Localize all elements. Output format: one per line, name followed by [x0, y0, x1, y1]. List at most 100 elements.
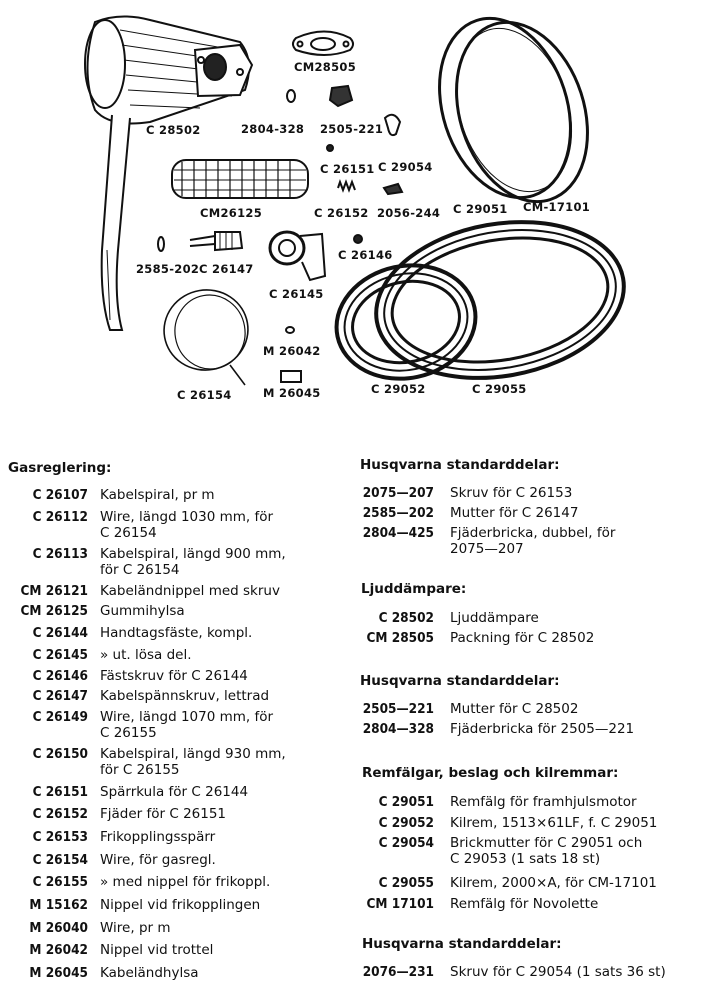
part-code: M 15162 — [29, 897, 88, 913]
part-code: C 26144 — [32, 625, 88, 641]
part-description-line: för C 26155 — [100, 762, 180, 778]
part-description-line: C 26155 — [100, 725, 157, 741]
part-description-line: för C 26154 — [100, 562, 180, 578]
label-m26042: M 26042 — [263, 344, 321, 358]
part-description: Kabelspiral, längd 900 mm,för C 26154 — [100, 546, 286, 578]
part-description: Wire, pr m — [100, 920, 171, 936]
part-code: 2075—207 — [362, 485, 434, 501]
part-code: CM 28505 — [366, 630, 434, 646]
part-code: C 26152 — [32, 806, 88, 822]
cable-drawing — [163, 289, 249, 386]
part-description-line: Kabeländnippel med skruv — [100, 583, 280, 599]
part-description-line: Wire, längd 1070 mm, för — [100, 709, 274, 725]
part-description: Fjäder för C 26151 — [100, 806, 226, 822]
part-description: Fjäderbricka för 2505—221 — [450, 721, 634, 737]
remfalgar-title: Remfälgar, beslag och kilremmar: — [362, 765, 619, 781]
gasket-drawing — [292, 30, 354, 56]
part-description: Wire, för gasregl. — [100, 852, 216, 868]
part-description: Gummihylsa — [100, 603, 185, 619]
part-code: CM 26125 — [20, 603, 88, 619]
label-c26154: C 26154 — [177, 388, 232, 402]
label-c29054: C 29054 — [378, 160, 433, 174]
part-description: » ut. lösa del. — [100, 647, 192, 663]
part-description-line: C 29053 (1 sats 18 st) — [450, 851, 601, 867]
part-code: C 26146 — [32, 668, 88, 684]
part-code: C 29051 — [378, 794, 434, 810]
part-description: Handtagsfäste, kompl. — [100, 625, 252, 641]
part-description: Remfälg för framhjulsmotor — [450, 794, 637, 810]
part-code: 2585—202 — [362, 505, 434, 521]
part-description: Kabeländhylsa — [100, 965, 199, 981]
latch-drawing — [382, 182, 404, 196]
part-description-line: Frikopplingsspärr — [100, 829, 216, 845]
part-description-line: Spärrkula för C 26144 — [100, 784, 249, 800]
screw-drawing — [189, 235, 216, 247]
part-description: Nippel vid trottel — [100, 942, 213, 958]
washer-drawing — [286, 89, 296, 103]
part-description: Kilrem, 1513×61LF, f. C 29051 — [450, 815, 657, 831]
label-2585-202: 2585-202 — [136, 262, 200, 276]
label-cm28505: CM28505 — [294, 60, 356, 74]
sleeve-drawing — [280, 370, 302, 383]
ljuddampare-title: Ljuddämpare: — [361, 581, 467, 597]
label-2505-221: 2505-221 — [320, 122, 384, 136]
nipple-drawing — [285, 326, 295, 334]
label-c28502: C 28502 — [146, 123, 201, 137]
part-code: C 29055 — [378, 875, 434, 891]
part-code: C 26112 — [32, 509, 88, 525]
part-description-line: Wire, pr m — [100, 920, 171, 936]
part-description: Kabelspiral, pr m — [100, 487, 215, 503]
label-c26152: C 26152 — [314, 206, 369, 220]
part-description-line: Kabelspiral, pr m — [100, 487, 215, 503]
part-code: C 26153 — [32, 829, 88, 845]
part-code: C 26154 — [32, 852, 88, 868]
part-description: Packning för C 28502 — [450, 630, 594, 646]
part-code: M 26045 — [29, 965, 88, 981]
exploded-parts-drawing — [84, 15, 626, 386]
part-description-line: Remfälg för Novolette — [450, 896, 599, 912]
part-description-line: Kabelspännskruv, lettrad — [100, 688, 270, 704]
part-code: C 26147 — [32, 688, 88, 704]
part-description-line: Mutter för C 28502 — [450, 701, 579, 717]
part-description: Fästskruv för C 26144 — [100, 668, 248, 684]
label-c29052: C 29052 — [371, 382, 426, 396]
label-c29051: C 29051 — [453, 202, 508, 216]
part-description: Kabelspiral, längd 930 mm,för C 26155 — [100, 746, 286, 778]
label-c26145: C 26145 — [269, 287, 324, 301]
part-description: Mutter för C 28502 — [450, 701, 578, 717]
part-code: M 26040 — [29, 920, 88, 936]
part-description: Skruv för C 29054 (1 sats 36 st) — [450, 964, 666, 980]
part-description-line: Wire, längd 1030 mm, för — [100, 509, 274, 525]
part-code: 2076—231 — [362, 964, 434, 980]
part-description-line: Fjäderbricka, dubbel, för — [450, 525, 616, 541]
part-code: C 26155 — [32, 874, 88, 890]
part-description-line: Ljuddämpare — [450, 610, 539, 626]
part-description: Kabeländnippel med skruv — [100, 583, 280, 599]
part-description-line: Wire, för gasregl. — [100, 852, 216, 868]
part-description-line: C 26154 — [100, 525, 157, 541]
part-code: CM 26121 — [20, 583, 88, 599]
part-description-line: Fästskruv för C 26144 — [100, 668, 248, 684]
part-description: Remfälg för Novolette — [450, 896, 598, 912]
part-code: C 26149 — [32, 709, 88, 725]
part-code: C 26145 — [32, 647, 88, 663]
part-description-line: Fjäderbricka för 2505—221 — [450, 721, 635, 737]
label-2804-328: 2804-328 — [241, 122, 305, 136]
part-description-line: Mutter för C 26147 — [450, 505, 579, 521]
part-code: C 26107 — [32, 487, 88, 503]
label-c26151: C 26151 — [320, 162, 375, 176]
part-description-line: Kilrem, 2000×A, för CM-17101 — [450, 875, 657, 891]
part-description: Mutter för C 26147 — [450, 505, 578, 521]
standard2-title: Husqvarna standarddelar: — [360, 673, 560, 689]
part-code: C 28502 — [378, 610, 434, 626]
label-cm17101: CM-17101 — [523, 200, 591, 214]
label-cm26125: CM26125 — [200, 206, 262, 220]
ball-drawing — [326, 144, 334, 152]
part-description: Frikopplingsspärr — [100, 829, 215, 845]
part-description-line: » med nippel för frikoppl. — [100, 874, 271, 890]
part-description-line: Kilrem, 1513×61LF, f. C 29051 — [450, 815, 658, 831]
part-description-line: Brickmutter för C 29051 och — [450, 835, 643, 851]
part-code: M 26042 — [29, 942, 88, 958]
